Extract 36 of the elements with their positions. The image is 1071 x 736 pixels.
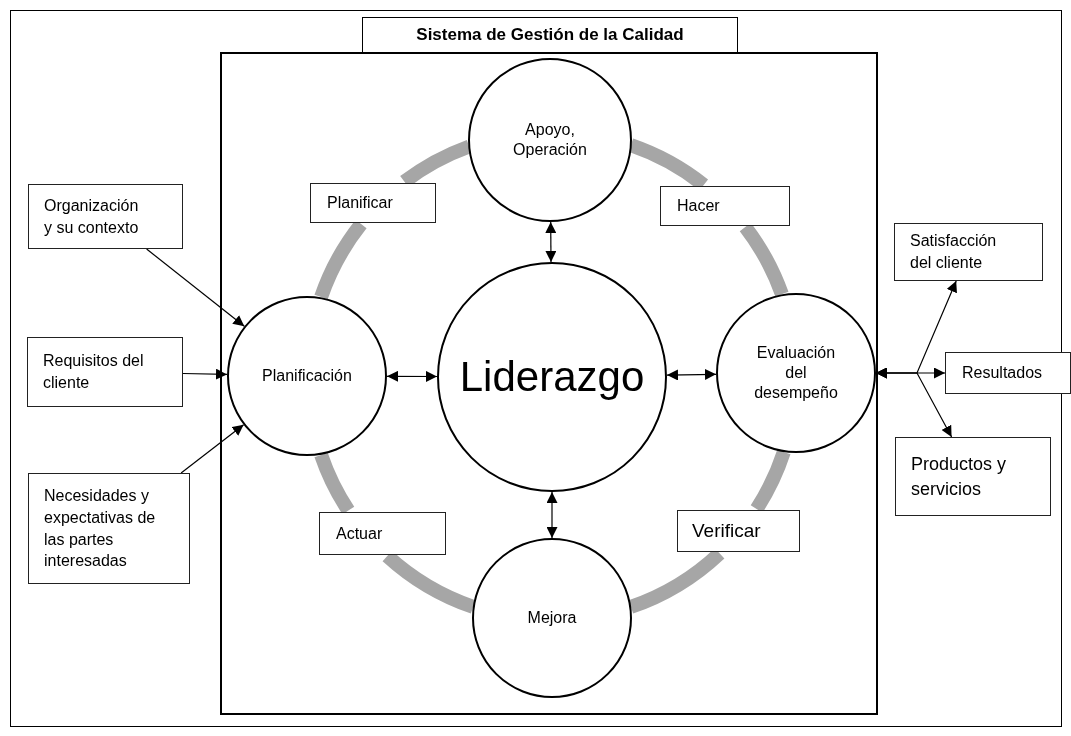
arrow	[146, 248, 245, 327]
node-label: Hacer	[677, 196, 720, 217]
node-label: Organización y su contexto	[44, 195, 140, 238]
node-label: Necesidades y expectativas de las partes interesadas	[44, 486, 157, 572]
node-label: Satisfacción del cliente	[910, 231, 998, 273]
double-arrow	[666, 369, 717, 381]
text-box	[895, 437, 1051, 516]
node-label: Requisitos del cliente	[43, 351, 145, 393]
double-arrow	[545, 221, 557, 263]
arrow	[182, 368, 228, 380]
node-label: Planificar	[327, 193, 393, 214]
double-arrow	[386, 370, 438, 382]
text-box	[28, 473, 190, 584]
node-label: Verificar	[692, 519, 761, 544]
ring-segment	[314, 452, 355, 515]
text-box	[319, 512, 446, 555]
node-label: Productos y servicios	[911, 453, 1008, 501]
text-box	[894, 223, 1043, 281]
node-label: Resultados	[962, 363, 1043, 384]
text-box	[677, 510, 800, 552]
text-box	[28, 184, 183, 249]
arrow	[180, 424, 245, 474]
node-label: Evaluación del desempeño	[753, 343, 839, 403]
text-box	[27, 337, 183, 407]
ring-segment	[750, 449, 791, 513]
node-label: Actuar	[336, 523, 383, 544]
double-arrow	[875, 367, 953, 438]
text-box	[310, 183, 436, 223]
node-label: Planificación	[262, 366, 352, 386]
node-label: Liderazgo	[459, 351, 645, 402]
text-box	[660, 186, 790, 226]
node-label: Apoyo, Operación	[512, 120, 588, 160]
heading: Sistema de Gestión de la Calidad	[362, 17, 738, 53]
node-label: Mejora	[527, 608, 577, 628]
double-arrow	[546, 491, 558, 539]
text-box	[945, 352, 1071, 394]
